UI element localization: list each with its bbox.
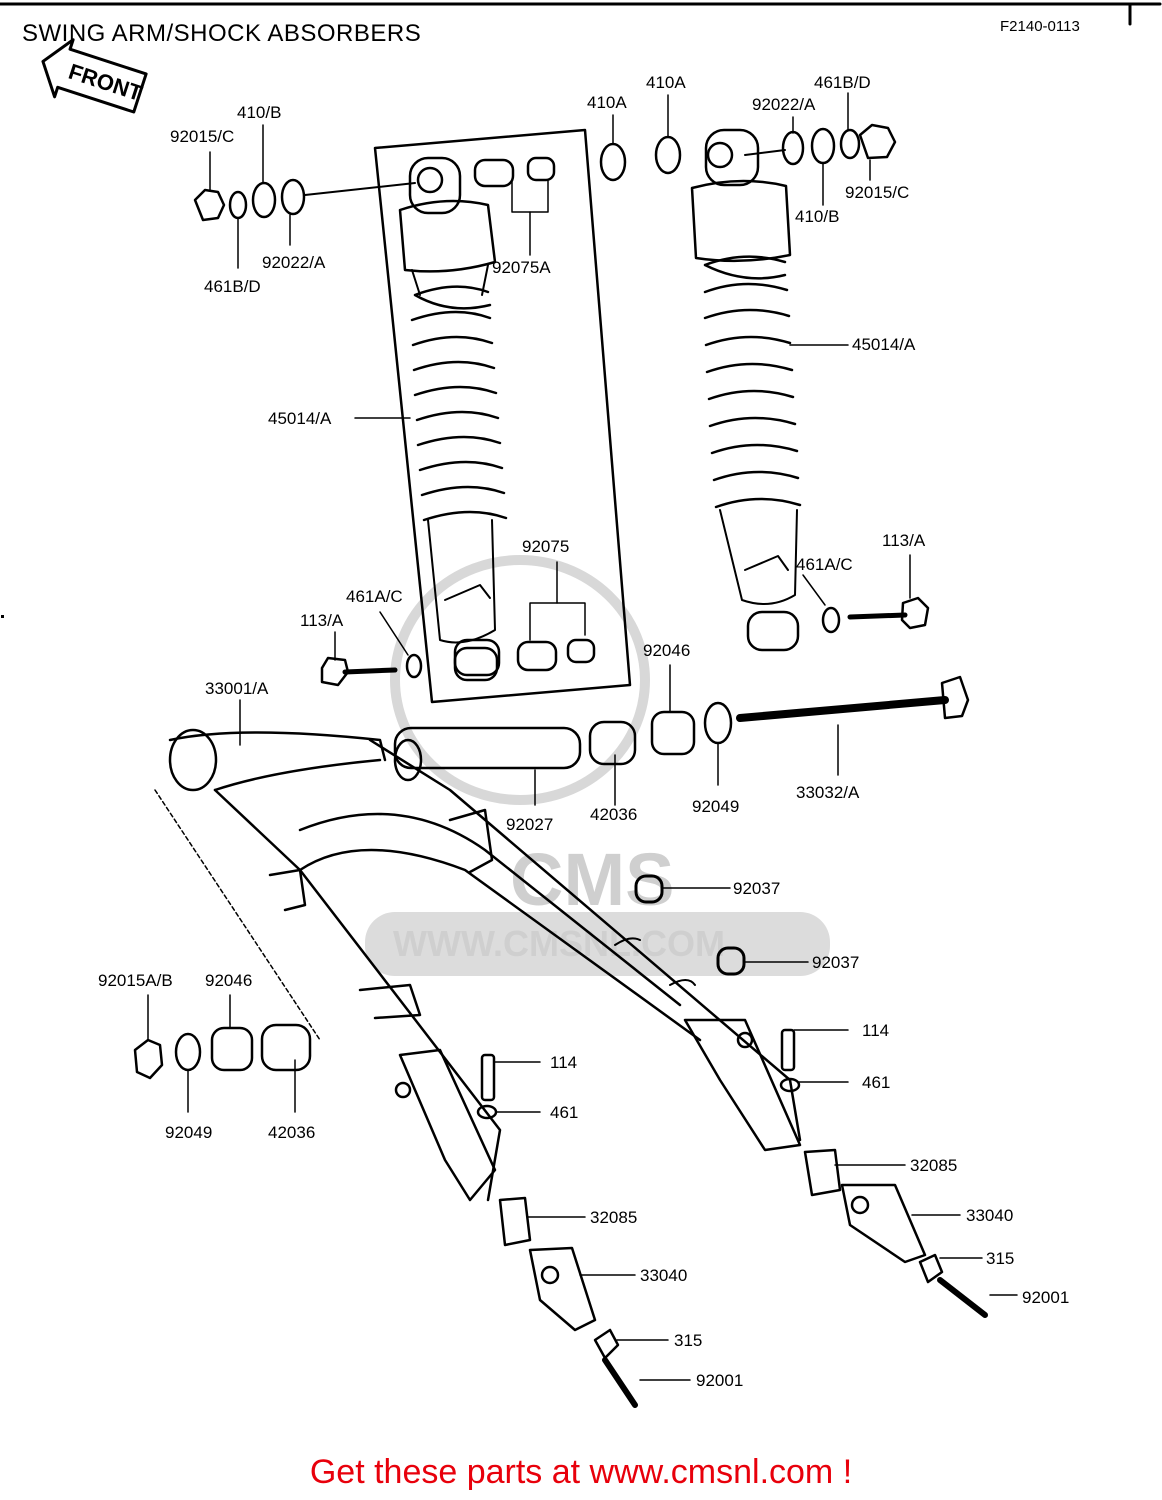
part-label: 42036 xyxy=(268,1123,315,1142)
part-label: 32085 xyxy=(590,1208,637,1227)
left-pivot-hardware xyxy=(133,1023,312,1080)
part-label: 33040 xyxy=(640,1266,687,1285)
left-shock-absorber xyxy=(398,156,508,677)
part-label: 410/B xyxy=(237,103,281,122)
part-label: 42036 xyxy=(590,805,637,824)
part-label: 92049 xyxy=(692,797,739,816)
part-label: 315 xyxy=(986,1249,1014,1268)
part-label: 461 xyxy=(550,1103,578,1122)
part-label: 45014/A xyxy=(268,409,332,428)
part-label: 461 xyxy=(862,1073,890,1092)
part-label: 92001 xyxy=(1022,1288,1069,1307)
part-label: 410A xyxy=(646,73,686,92)
watermark-logo: CMS xyxy=(510,838,674,921)
part-label: 92046 xyxy=(643,641,690,660)
part-label: 461A/C xyxy=(346,587,403,606)
watermark-url: WWW.CMSNL.COM xyxy=(393,923,725,964)
bushing-upper xyxy=(634,874,664,904)
part-label: 92001 xyxy=(696,1371,743,1390)
part-label: 92027 xyxy=(506,815,553,834)
part-label: 461A/C xyxy=(796,555,853,574)
part-label: 92022/A xyxy=(752,95,816,114)
part-label: 113/A xyxy=(882,531,926,550)
part-label: 92075 xyxy=(522,537,569,556)
part-label: 33001/A xyxy=(205,679,269,698)
swing-arm xyxy=(154,728,802,1202)
right-shock-spring xyxy=(703,255,802,509)
part-label: 92046 xyxy=(205,971,252,990)
left-shock-frame xyxy=(373,128,632,704)
right-bottom-hardware xyxy=(821,596,930,634)
front-label: FRONT xyxy=(66,59,146,106)
part-label: 92015/C xyxy=(170,127,234,146)
left-edge-mark xyxy=(1,615,4,618)
part-label: 33032/A xyxy=(796,783,860,802)
right-shock-absorber xyxy=(690,128,802,652)
part-label: 461B/D xyxy=(204,277,261,296)
footer-link[interactable]: Get these parts at www.cmsnl.com ! xyxy=(309,1453,853,1491)
watermark-url-bg xyxy=(365,912,830,976)
watermark: CMS WWW.CMSNL.COM xyxy=(365,555,830,976)
bushing-lower xyxy=(716,946,746,976)
part-label: 32085 xyxy=(910,1156,957,1175)
part-label: 410A xyxy=(587,93,627,112)
part-label: 92075A xyxy=(492,258,551,277)
axle-adjusters xyxy=(498,1148,988,1408)
part-label: 315 xyxy=(674,1331,702,1350)
part-label: 92022/A xyxy=(262,253,326,272)
left-shock-spring xyxy=(410,285,508,522)
part-label: 461B/D xyxy=(814,73,871,92)
right-top-hardware xyxy=(599,123,897,182)
leader-lines xyxy=(147,92,1018,1381)
pivot-shaft-hardware xyxy=(393,675,970,782)
part-label: 92015A/B xyxy=(98,971,173,990)
diagram-reference-code: F2140-0113 xyxy=(1000,18,1080,35)
page-title: SWING ARM/SHOCK ABSORBERS xyxy=(22,20,422,47)
front-arrow: FRONT xyxy=(41,38,148,114)
watermark-circle xyxy=(390,555,650,805)
part-label: 92037 xyxy=(812,953,859,972)
part-label: 92015/C xyxy=(845,183,909,202)
part-label: 114 xyxy=(550,1053,577,1072)
left-bottom-hardware xyxy=(320,638,596,687)
left-top-hardware xyxy=(193,156,556,222)
exploded-parts-diagram: CMS WWW.CMSNL.COM FRONT xyxy=(0,2,1162,1408)
part-label: 92037 xyxy=(733,879,780,898)
part-label: 113/A xyxy=(300,611,344,630)
part-label: 45014/A xyxy=(852,335,916,354)
part-label: 114 xyxy=(862,1021,889,1040)
part-label: 33040 xyxy=(966,1206,1013,1225)
part-labels: 92015/C 410/B 92022/A 461B/D 92075A 410A… xyxy=(98,73,1069,1390)
part-label: 410/B xyxy=(795,207,839,226)
part-label: 92049 xyxy=(165,1123,212,1142)
